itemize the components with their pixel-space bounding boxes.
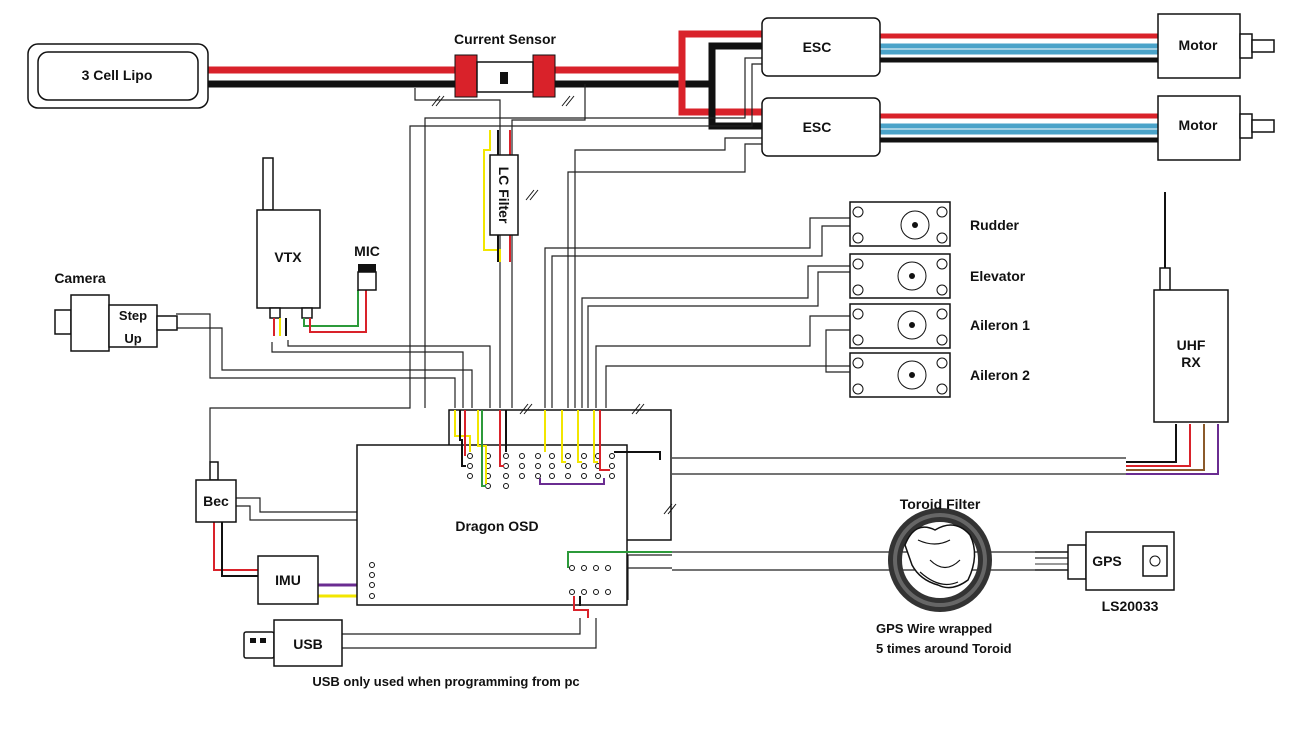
camera-label: Camera	[54, 270, 106, 286]
dragon-osd-label: Dragon OSD	[455, 518, 538, 534]
esc-top-label: ESC	[803, 39, 832, 55]
current-sensor: Current Sensor	[454, 31, 557, 98]
current-sensor-label: Current Sensor	[454, 31, 556, 47]
imu: IMU	[257, 555, 319, 605]
gps-model-label: LS20033	[1102, 598, 1159, 614]
motor-bottom-label: Motor	[1179, 117, 1218, 133]
gps: GPS LS20033	[1035, 531, 1175, 614]
servo-rudder: Rudder	[849, 201, 1020, 247]
esc-top: ESC	[761, 17, 881, 77]
esc-bottom-label: ESC	[803, 119, 832, 135]
battery: 3 Cell Lipo	[27, 43, 209, 109]
gps-label: GPS	[1092, 553, 1122, 569]
battery-label: 3 Cell Lipo	[82, 67, 153, 83]
toroid-filter-label: Toroid Filter	[900, 496, 981, 512]
imu-label: IMU	[275, 572, 301, 588]
servo-elevator: Elevator	[849, 253, 1026, 299]
mic-label: MIC	[354, 243, 380, 259]
elevator-label: Elevator	[970, 268, 1026, 284]
motor-top: Motor	[1157, 13, 1275, 79]
usb-note: USB only used when programming from pc	[312, 674, 579, 689]
main-power-wires	[208, 30, 765, 130]
servo-aileron2: Aileron 2	[825, 329, 1030, 398]
step-up-converter: Step Up	[108, 304, 178, 348]
uhf-rx-label-1: UHF	[1177, 337, 1206, 353]
signal-cables	[176, 57, 1219, 649]
camera: Camera	[54, 270, 158, 352]
toroid-note-2: 5 times around Toroid	[876, 641, 1012, 656]
lc-filter: LC Filter	[483, 130, 519, 262]
vtx-label: VTX	[274, 249, 302, 265]
vtx: VTX	[256, 157, 367, 336]
step-up-label-1: Step	[119, 308, 147, 323]
aileron2-label: Aileron 2	[970, 367, 1030, 383]
toroid-note-1: GPS Wire wrapped	[876, 621, 992, 636]
motor-wires	[880, 33, 1158, 143]
dragon-osd: Dragon OSD	[356, 409, 672, 618]
bec: Bec	[195, 461, 237, 523]
step-up-label-2: Up	[124, 331, 141, 346]
toroid-filter: Toroid Filter GPS Wire wrapped 5 times a…	[876, 496, 1012, 656]
uhf-rx-label-2: RX	[1181, 354, 1201, 370]
rudder-label: Rudder	[970, 217, 1020, 233]
bec-label: Bec	[203, 493, 229, 509]
motor-bottom: Motor	[1157, 95, 1275, 161]
esc-bottom: ESC	[761, 97, 881, 157]
uhf-receiver: UHF RX	[1153, 192, 1229, 423]
break-marks	[431, 95, 677, 515]
lc-filter-label: LC Filter	[496, 167, 512, 224]
aileron1-label: Aileron 1	[970, 317, 1030, 333]
osd-header-pins	[369, 453, 615, 599]
motor-top-label: Motor	[1179, 37, 1218, 53]
usb-label: USB	[293, 636, 323, 652]
mic: MIC	[354, 243, 380, 291]
usb-connector: USB	[243, 619, 343, 667]
servo-aileron1: Aileron 1	[849, 303, 1030, 349]
